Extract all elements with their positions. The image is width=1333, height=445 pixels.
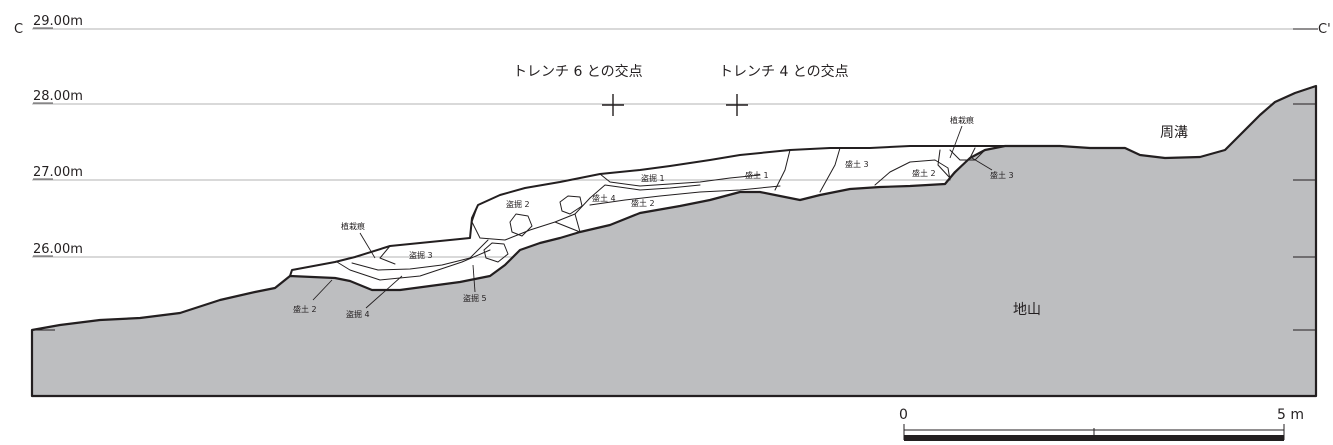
boundary-toukutsu2 — [471, 197, 591, 241]
label-uekomi-right: 植栽痕 — [950, 115, 974, 125]
leader-morido2-left — [312, 279, 333, 301]
elevation-label-26: 26.00m — [33, 242, 83, 257]
boundary-toukutsu3 — [351, 239, 489, 271]
label-morido1: 盛土 1 — [745, 170, 769, 180]
elevation-label-27: 27.00m — [33, 165, 83, 180]
leader-uekomi-right — [949, 125, 963, 159]
stone-2 — [509, 213, 533, 237]
right-edge-ticks — [32, 103, 1316, 331]
label-jiyama: 地山 — [1013, 302, 1041, 318]
label-toukutsu4: 盗掘 4 — [346, 309, 370, 319]
intersection-trench4-label: トレンチ 4 との交点 — [719, 63, 849, 80]
label-morido2-right: 盛土 2 — [912, 168, 936, 178]
intersection-markers — [602, 94, 748, 116]
boundary-morido4 — [554, 213, 581, 233]
label-morido2-mid: 盛土 2 — [631, 198, 655, 208]
boundary-morido2-mid — [589, 185, 781, 206]
label-uekomi-left: 植栽痕 — [341, 221, 365, 231]
scale-bar: 0 5 m — [899, 407, 1304, 441]
label-toukutsu1: 盗掘 1 — [641, 173, 665, 183]
boundary-uekomi-right — [937, 147, 976, 179]
section-end-label: C' — [1318, 22, 1331, 37]
mound-top-line — [289, 145, 1006, 277]
intersection-trench6-label: トレンチ 6 との交点 — [513, 63, 643, 80]
label-shuko: 周溝 — [1160, 125, 1188, 141]
stone-1 — [559, 195, 583, 215]
label-morido4: 盛土 4 — [592, 193, 616, 203]
boundary-morido3-mid — [819, 147, 841, 193]
boundary-morido4-top — [589, 184, 701, 199]
boundary-morido1 — [774, 149, 791, 191]
leader-morido3-right — [971, 157, 993, 171]
label-morido2-left: 盛土 2 — [293, 304, 317, 314]
boundary-toukutsu3-top — [379, 245, 396, 265]
elevation-label-28: 28.00m — [33, 89, 83, 104]
leader-toukutsu5 — [472, 264, 476, 293]
scale-zero-label: 0 — [899, 407, 908, 423]
label-toukutsu2: 盗掘 2 — [506, 199, 530, 209]
scale-max-label: 5 m — [1277, 407, 1304, 423]
label-toukutsu3: 盗掘 3 — [409, 250, 433, 260]
section-start-label: C — [14, 22, 23, 37]
label-toukutsu5: 盗掘 5 — [463, 293, 487, 303]
boundary-morido2-right — [874, 159, 951, 186]
leader-uekomi-left — [359, 232, 376, 259]
boundary-toukutsu1 — [599, 173, 761, 187]
label-morido3-mid: 盛土 3 — [845, 159, 869, 169]
leader-toukutsu4 — [365, 275, 403, 309]
ground-fill — [30, 84, 1318, 398]
elevation-label-29: 29.00m — [33, 14, 83, 29]
layer-boundaries — [289, 145, 1006, 281]
label-morido3-right: 盛土 3 — [990, 170, 1014, 180]
boundary-morido3-right — [949, 149, 986, 161]
leader-lines — [312, 125, 993, 309]
stone-3 — [483, 242, 509, 263]
